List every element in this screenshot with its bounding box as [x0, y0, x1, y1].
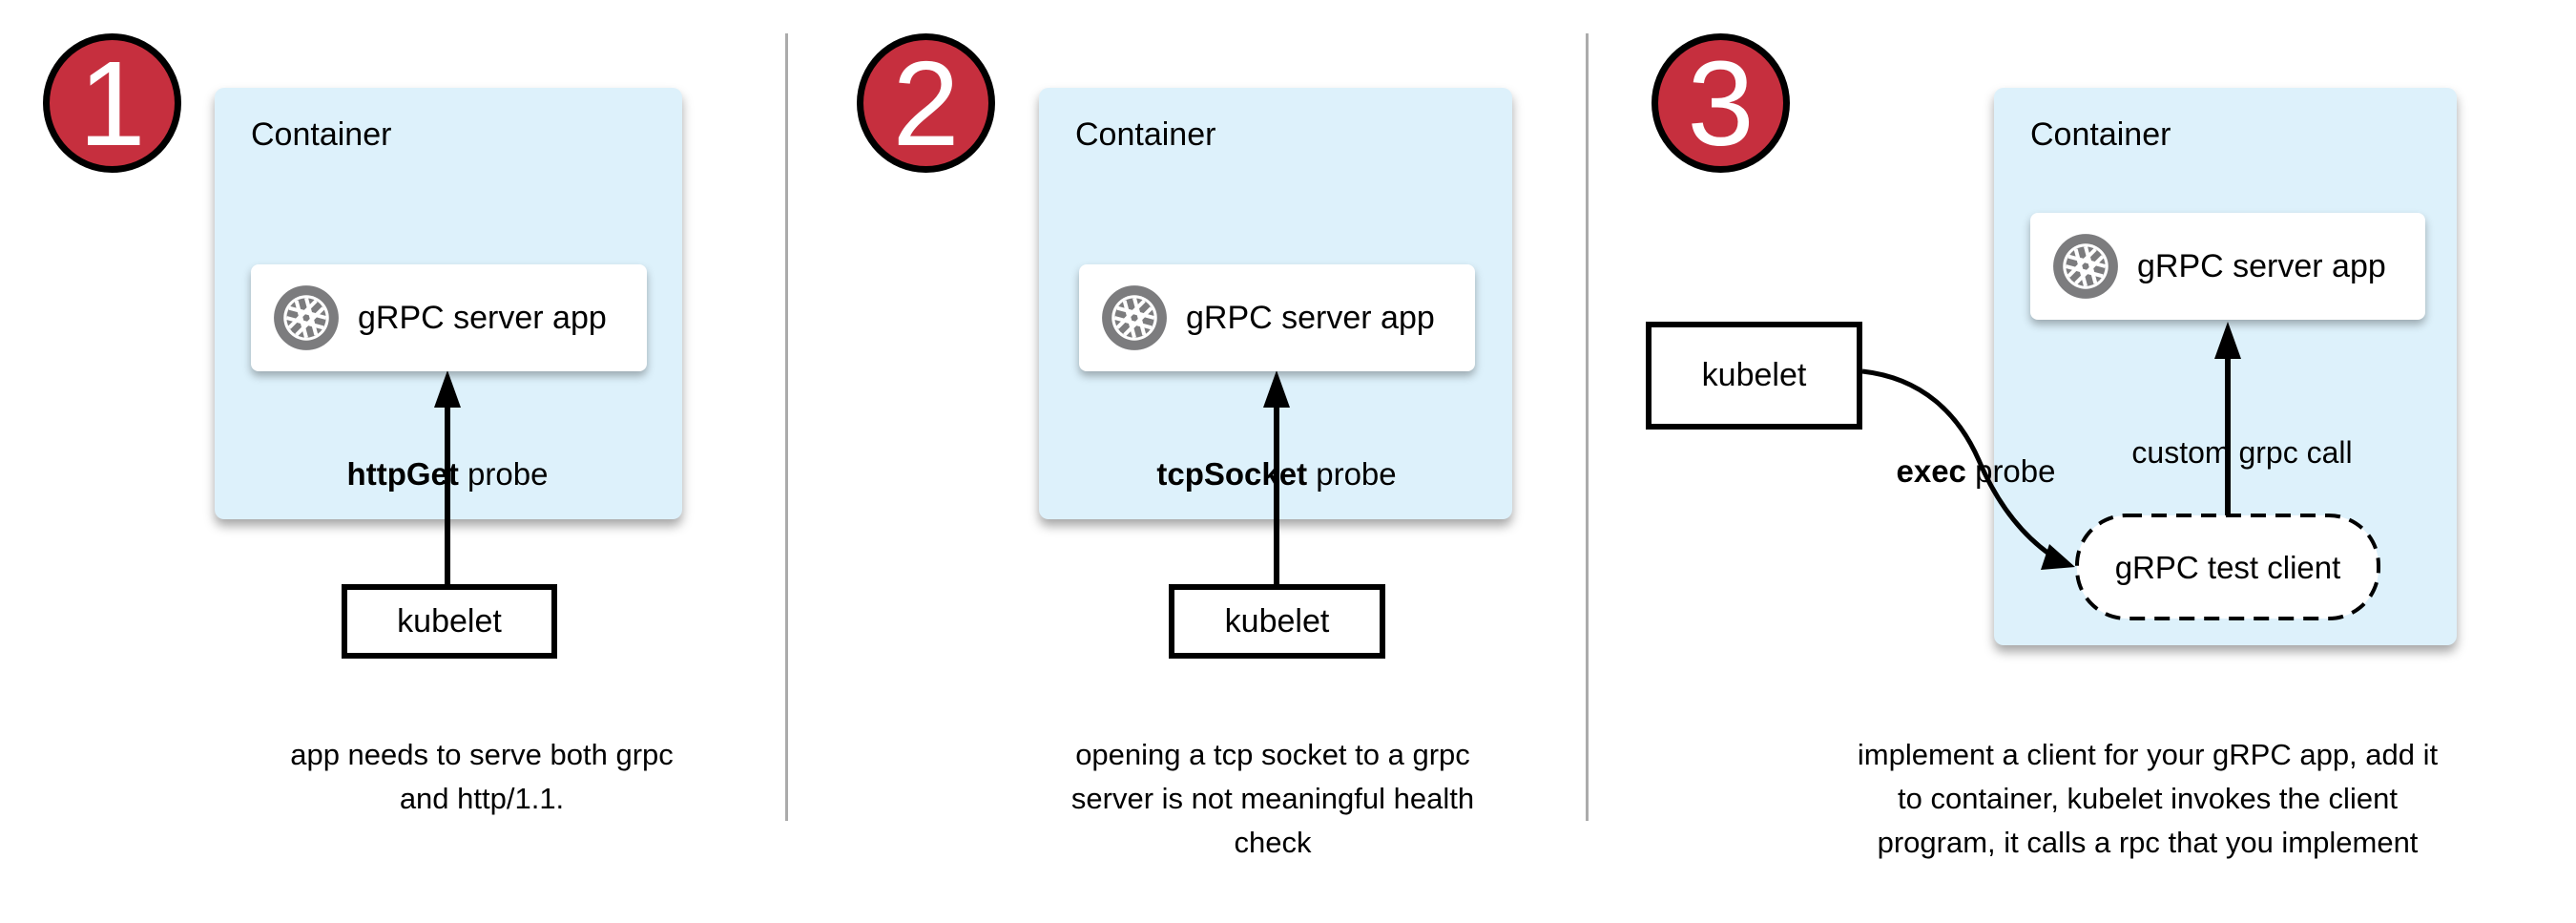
probe-type-2: tcpSocket [1156, 456, 1308, 492]
caption-1-line-2: and http/1.1. [399, 782, 565, 815]
exec-probe-arrowhead [2041, 544, 2075, 570]
custom-grpc-call-label: custom grpc call [2131, 435, 2353, 470]
caption-3: implement a client for your gRPC app, ad… [1556, 733, 2576, 865]
exec-probe-curve [1861, 368, 2064, 565]
probe-word-2: probe [1307, 456, 1397, 492]
probe-label-3: exec probe [1897, 454, 2056, 489]
step-number-1: 1 [78, 35, 146, 171]
grpc-server-app-box-1: gRPC server app [251, 264, 647, 371]
kubelet-box-3: kubelet [1646, 322, 1862, 430]
kubelet-label-1: kubelet [397, 602, 502, 640]
container-label-1: Container [251, 116, 392, 153]
grpc-server-app-label-2: gRPC server app [1186, 299, 1435, 336]
caption-1: app needs to serve both grpc and http/1.… [0, 733, 1073, 821]
kubelet-label-3: kubelet [1701, 357, 1807, 393]
panel-divider-1 [785, 33, 788, 821]
step-badge-1: 1 [43, 33, 181, 173]
kubelet-box-1: kubelet [342, 584, 557, 659]
grpc-test-client-box [2075, 514, 2380, 620]
probe-word-1: probe [458, 456, 549, 492]
kubelet-label-2: kubelet [1224, 602, 1330, 640]
caption-2-line-3: check [1234, 826, 1312, 859]
caption-3-line-3: program, it calls a rpc that you impleme… [1877, 826, 2419, 859]
caption-3-line-2: to container, kubelet invokes the client [1898, 782, 2398, 815]
grpc-server-app-box-2: gRPC server app [1079, 264, 1475, 371]
panel-divider-2 [1586, 33, 1589, 821]
grpc-call-arrowhead [2214, 322, 2241, 359]
step-badge-3: 3 [1652, 33, 1790, 173]
grpc-server-app-label-3: gRPC server app [2137, 247, 2386, 284]
probe-word-3: probe [1965, 453, 2056, 489]
container-label-3: Container [2030, 116, 2171, 153]
kubelet-box-2: kubelet [1169, 584, 1385, 659]
grpc-server-app-label-1: gRPC server app [358, 299, 607, 336]
caption-2-line-1: opening a tcp socket to a grpc [1075, 738, 1470, 771]
grpc-test-client-label: gRPC test client [2114, 550, 2341, 585]
caption-2: opening a tcp socket to a grpc server is… [681, 733, 1864, 865]
grpc-server-app-box-3: gRPC server app [2030, 213, 2425, 320]
probe-type-3: exec [1896, 453, 1966, 489]
step-badge-2: 2 [857, 33, 995, 173]
caption-3-line-1: implement a client for your gRPC app, ad… [1857, 738, 2439, 771]
aperture-icon [274, 285, 339, 350]
container-label-2: Container [1075, 116, 1216, 153]
probe-arrowhead-1 [434, 370, 461, 408]
aperture-icon [2053, 234, 2118, 299]
probe-label-2: tcpSocket probe [1156, 457, 1396, 492]
caption-1-line-1: app needs to serve both grpc [290, 738, 674, 771]
aperture-icon [1102, 285, 1167, 350]
step-number-2: 2 [892, 35, 960, 171]
caption-2-line-2: server is not meaningful health [1070, 782, 1475, 815]
probe-arrowhead-2 [1263, 370, 1290, 408]
probe-type-1: httpGet [346, 456, 459, 492]
step-number-3: 3 [1687, 35, 1755, 171]
probe-label-1: httpGet probe [347, 457, 549, 492]
